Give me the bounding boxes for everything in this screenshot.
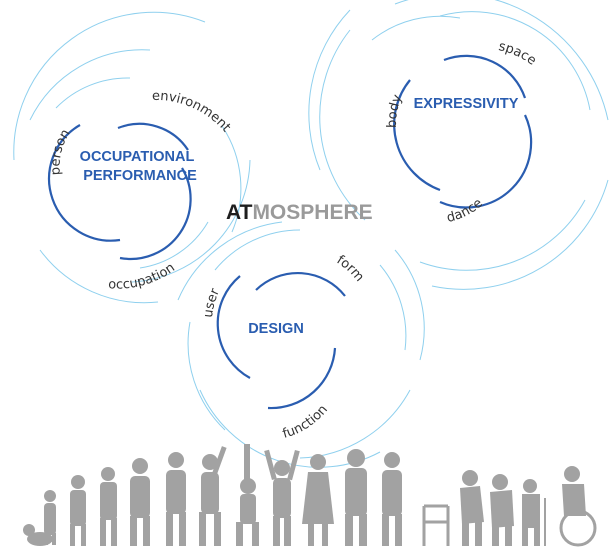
cluster-title-line-1: DESIGN	[248, 321, 304, 337]
silhouette-adult-man	[345, 449, 367, 546]
silhouette-adult	[382, 452, 402, 546]
human-lifespan-silhouettes-icon	[23, 444, 597, 547]
accent-ring-arcs	[48, 122, 192, 261]
accent-ring-arcs	[393, 54, 533, 209]
silhouette-child-2	[100, 467, 117, 546]
cluster-occupational-performance: person environment occupation OCCUPATION…	[13, 11, 251, 304]
silhouette-dancer	[199, 446, 227, 546]
term-user: user	[201, 286, 223, 319]
wheelchair-user-icon	[559, 466, 597, 547]
outer-ring-arcs	[308, 0, 609, 290]
atmosphere-title-prefix: AT	[226, 201, 253, 224]
inner-ring-arcs	[55, 77, 209, 269]
term-dance: dance	[445, 196, 485, 226]
silhouette-elderly-pair	[460, 470, 514, 546]
silhouette-elderly-cane	[522, 479, 546, 546]
silhouette-adult-woman	[302, 454, 334, 546]
cluster-title-line-1: EXPRESSIVITY	[414, 96, 519, 112]
cluster-expressivity: body space dance EXPRESSIVITY	[308, 0, 609, 290]
term-function: function	[281, 402, 331, 442]
cluster-design: user form function DESIGN	[177, 221, 425, 468]
walker-frame-icon	[422, 504, 450, 546]
accent-ring-arcs	[216, 271, 346, 410]
term-body: body	[385, 92, 406, 128]
cluster-title-line-2: PERFORMANCE	[83, 168, 197, 184]
silhouette-youth	[130, 458, 150, 546]
silhouette-child	[70, 475, 86, 546]
silhouette-dancer-split	[236, 444, 259, 546]
silhouette-toddler	[44, 490, 56, 545]
atmosphere-title: ATMOSPHERE	[226, 201, 373, 224]
outer-ring-arcs	[13, 11, 251, 304]
silhouette-dancer-arms-up	[264, 449, 300, 546]
term-form: form	[334, 253, 367, 285]
silhouette-teen	[166, 452, 186, 546]
atmosphere-title-rest: MOSPHERE	[252, 201, 372, 224]
term-occupation: occupation	[108, 260, 178, 292]
term-person: person	[48, 127, 73, 176]
cluster-title-line-1: OCCUPATIONAL	[80, 149, 195, 165]
term-space: space	[497, 39, 539, 68]
